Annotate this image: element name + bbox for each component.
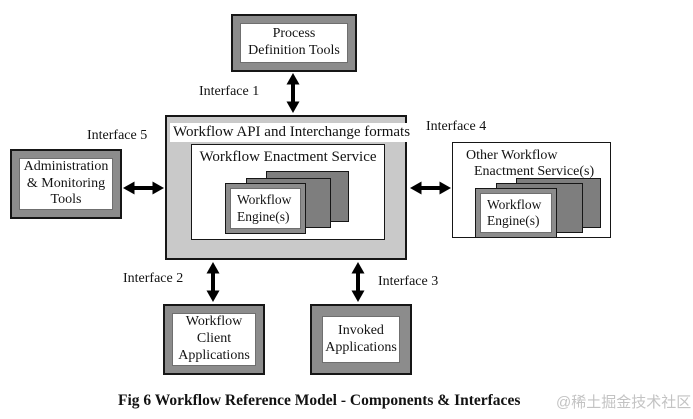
interface-5-label: Interface 5 bbox=[87, 128, 148, 143]
box-line: Invoked bbox=[338, 322, 384, 338]
box-line: Engine(s) bbox=[237, 208, 290, 224]
interface-4-arrow-icon bbox=[410, 181, 451, 195]
process-definition-tools-box: Process Definition Tools bbox=[231, 14, 357, 72]
box-line: Definition Tools bbox=[248, 43, 340, 58]
box-line: Engine(s) bbox=[487, 213, 540, 228]
interface-5-arrow-icon bbox=[123, 181, 164, 195]
interface-2-arrow-icon bbox=[206, 262, 220, 302]
interface-3-label: Interface 3 bbox=[378, 274, 439, 289]
enactment-service-title: Workflow Enactment Service bbox=[199, 149, 377, 165]
workflow-engines-box: Workflow Engine(s) bbox=[475, 188, 557, 238]
interface-1-arrow-icon bbox=[286, 73, 300, 113]
interface-4-label: Interface 4 bbox=[426, 119, 487, 134]
watermark-text: @稀土掘金技术社区 bbox=[556, 394, 692, 411]
invoked-applications-box: Invoked Applications bbox=[310, 304, 412, 375]
interface-1-label: Interface 1 bbox=[199, 84, 260, 99]
box-line: Tools bbox=[50, 192, 82, 208]
interface-2-label: Interface 2 bbox=[123, 271, 184, 286]
workflow-api-band: Workflow API and Interchange formats bbox=[170, 123, 414, 142]
box-line: Applications bbox=[325, 339, 397, 355]
box-line: Workflow bbox=[185, 314, 243, 330]
interface-3-arrow-icon bbox=[351, 262, 365, 302]
box-line: Workflow bbox=[487, 196, 542, 212]
box-line: & Monitoring bbox=[26, 175, 106, 191]
box-line: Administration bbox=[23, 158, 109, 174]
workflow-enactment-service-box: Workflow Enactment Service Workflow Engi… bbox=[191, 144, 385, 240]
administration-monitoring-tools-box: Administration & Monitoring Tools bbox=[10, 149, 122, 219]
figure-caption: Fig 6 Workflow Reference Model - Compone… bbox=[118, 392, 521, 409]
box-line: Process bbox=[272, 26, 316, 42]
box-line: Workflow bbox=[237, 192, 292, 208]
workflow-client-applications-box: Workflow Client Applications bbox=[163, 304, 265, 375]
box-line: Enactment Service(s) bbox=[474, 164, 595, 179]
box-line: Other Workflow bbox=[466, 148, 558, 163]
workflow-api-panel: Workflow API and Interchange formats Wor… bbox=[165, 115, 414, 260]
box-line: Client bbox=[196, 331, 232, 347]
workflow-engines-box: Workflow Engine(s) bbox=[225, 183, 306, 234]
box-line: Applications bbox=[178, 347, 250, 363]
other-workflow-enactment-services-box: Other Workflow Enactment Service(s) Work… bbox=[452, 142, 611, 238]
